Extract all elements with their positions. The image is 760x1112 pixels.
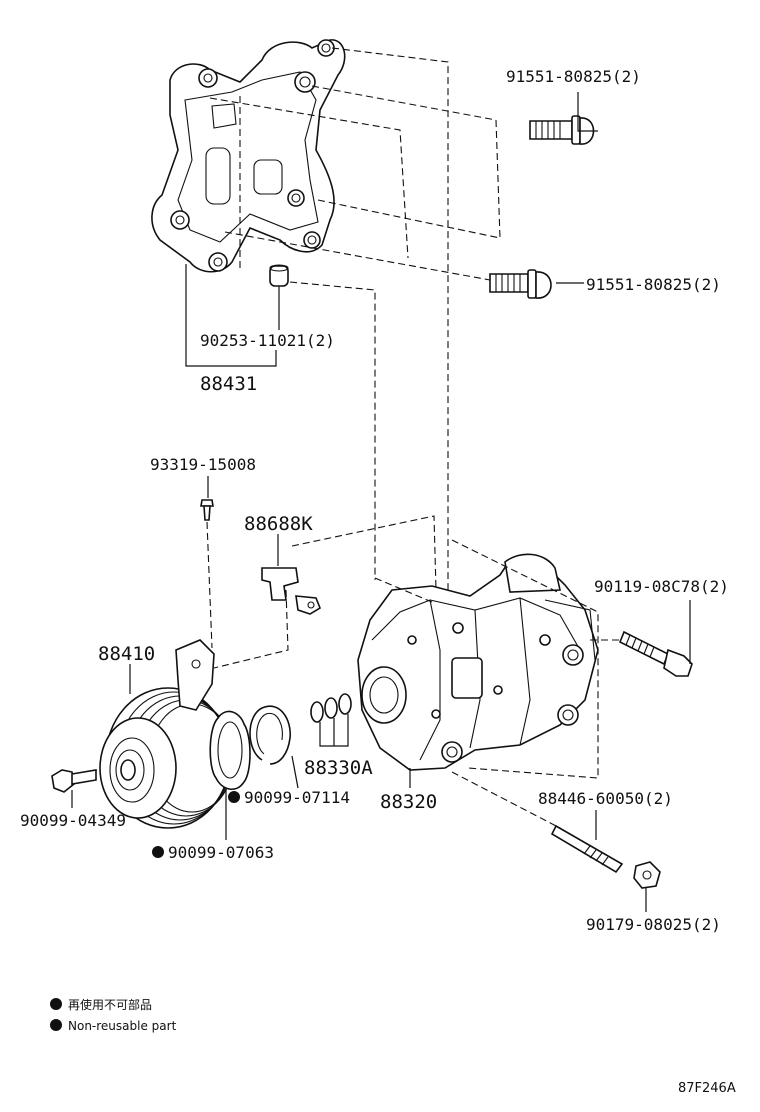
figure-code: 87F246A xyxy=(678,1081,736,1096)
label-clutch-88410: 88410 xyxy=(98,643,155,665)
label-nut-90179: 90179-08025(2) xyxy=(586,915,721,934)
label-collar-90253: 90253-11021(2) xyxy=(200,331,335,350)
legend: 再使用不可部品 Non-reusable part xyxy=(50,997,177,1033)
non-reusable-marker-snap-ring xyxy=(228,791,240,803)
nut-90179[interactable] xyxy=(633,861,661,889)
clutch-bracket-tab xyxy=(175,639,215,711)
label-screw-93319: 93319-15008 xyxy=(150,455,256,474)
legend-marker-2 xyxy=(50,1019,62,1031)
bolt-90119[interactable] xyxy=(618,630,693,677)
oring-kit-88330A[interactable] xyxy=(310,693,352,723)
collar-90253[interactable] xyxy=(269,264,289,287)
bracket-88431[interactable] xyxy=(151,39,346,273)
label-bolt-91551-mid: 91551-80825(2) xyxy=(586,275,721,294)
stud-88446[interactable] xyxy=(550,824,624,874)
bracket-alignment-lines xyxy=(209,47,501,610)
label-bracket-88431: 88431 xyxy=(200,373,257,395)
label-pulley-bolt-90099-04349: 90099-04349 xyxy=(20,811,126,830)
label-shim-90099-07063: 90099-07063 xyxy=(168,843,274,862)
clutch-alignment-lines xyxy=(206,515,437,669)
label-stud-88446: 88446-60050(2) xyxy=(538,789,673,808)
label-oring-88330A: 88330A xyxy=(304,757,373,779)
leader-lines xyxy=(71,92,691,912)
shim-90099-07063[interactable] xyxy=(209,710,251,790)
bolt-91551-top[interactable] xyxy=(529,115,595,145)
screw-93319-15008[interactable] xyxy=(200,499,214,521)
snap-ring-90099-07114[interactable] xyxy=(249,705,291,765)
bolt-91551-mid[interactable] xyxy=(489,269,552,299)
legend-item-en: Non-reusable part xyxy=(68,1019,177,1033)
compressor-88320[interactable] xyxy=(357,553,599,771)
non-reusable-marker-shim xyxy=(152,846,164,858)
connector-88688K[interactable] xyxy=(261,567,321,615)
pulley-bolt-90099-04349[interactable] xyxy=(51,769,97,793)
label-bolt-90119: 90119-08C78(2) xyxy=(594,577,729,596)
label-snap-ring-90099-07114: 90099-07114 xyxy=(244,788,350,807)
clutch-pulley-88410[interactable] xyxy=(99,687,235,829)
label-connector-88688K: 88688K xyxy=(244,513,313,535)
label-compressor-88320: 88320 xyxy=(380,791,437,813)
label-bolt-91551-top: 91551-80825(2) xyxy=(506,67,641,86)
legend-marker-1 xyxy=(50,998,62,1010)
legend-item-jp: 再使用不可部品 xyxy=(68,997,152,1012)
